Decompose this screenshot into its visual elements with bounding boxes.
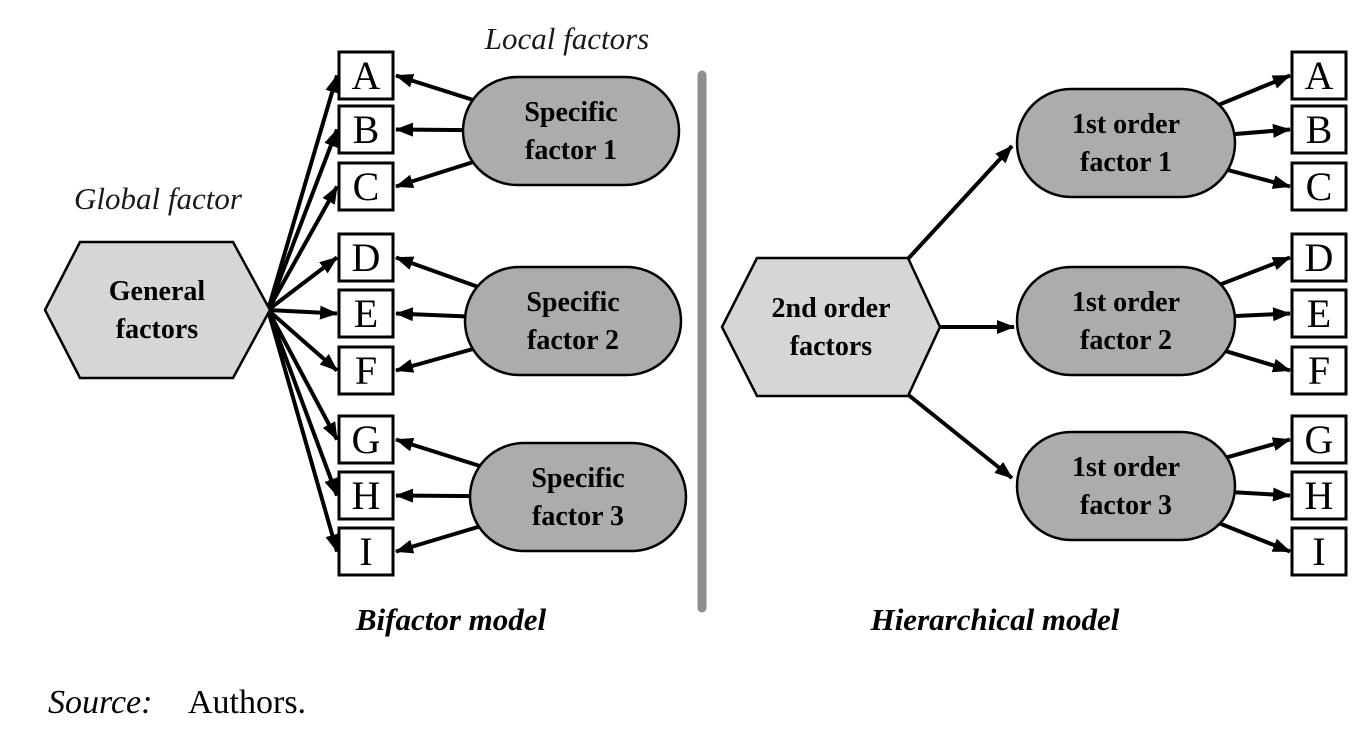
arrow-general-to-g	[266, 309, 339, 441]
second-order-label-line2: factors	[790, 331, 873, 362]
specific-factor-3-label-line2: factor 3	[532, 501, 624, 532]
indicator-box-c2	[1290, 161, 1348, 212]
indicator-box-d2	[1290, 232, 1348, 283]
arrow-general-to-f	[266, 308, 339, 373]
hierarchical-title: Hierarchical model	[870, 602, 1120, 637]
first-order-factor-2-label-line2: factor 2	[1080, 325, 1172, 356]
indicator-box-e2	[1290, 288, 1348, 339]
arrow-general-to-e	[267, 305, 338, 320]
indicator-letter-f2: F	[1308, 348, 1330, 393]
general-factors-label-line2: factors	[116, 314, 199, 345]
indicator-box-f	[337, 345, 395, 396]
arrow-general-to-h	[266, 309, 339, 497]
indicator-letter-g2: G	[1305, 417, 1334, 462]
bifactor-panel: General factors Global factor Local fact…	[43, 21, 688, 637]
indicator-letter-d2: D	[1305, 235, 1334, 280]
arrow-general-to-c	[266, 185, 339, 311]
first-order-factor-3-oval	[1015, 430, 1237, 542]
specific-factor-2-label-line2: factor 2	[527, 325, 619, 356]
second-order-factors-hexagon	[720, 256, 942, 398]
indicator-box-i2	[1290, 526, 1348, 577]
indicator-letter-a: A	[352, 53, 381, 98]
specific-factor-2-oval	[463, 265, 683, 377]
source-caption: Source: Authors.	[48, 684, 306, 721]
arrow-general-to-d	[266, 255, 339, 312]
first-order-factor-2-oval	[1015, 265, 1237, 377]
source-authors-text: Authors.	[188, 684, 306, 721]
indicator-letter-c2: C	[1306, 164, 1333, 209]
general-factors-label-line1: General	[109, 276, 206, 307]
indicator-box-a	[337, 50, 395, 101]
indicator-box-g	[337, 414, 395, 465]
arrow-2nd-to-f1	[904, 144, 1014, 263]
specific-factor-3-label-line1: Specific	[531, 463, 624, 494]
indicator-box-b	[337, 104, 395, 155]
global-factor-label: Global factor	[74, 181, 243, 216]
second-order-label-line1: 2nd order	[772, 293, 891, 324]
indicator-letter-b2: B	[1306, 107, 1333, 152]
indicator-box-a2	[1290, 50, 1348, 101]
bifactor-indicator-boxes: A B C D E F G H I	[337, 50, 395, 577]
indicator-letter-e2: E	[1307, 291, 1331, 336]
indicator-letter-b: B	[353, 107, 380, 152]
hierarchical-panel: 2nd order factors 1st order factor 1 1st…	[720, 50, 1348, 637]
indicator-letter-c: C	[353, 164, 380, 209]
indicator-box-f2	[1290, 345, 1348, 396]
local-factors-label: Local factors	[484, 21, 649, 56]
specific-factor-2-label-line1: Specific	[526, 287, 619, 318]
source-prefix-label: Source:	[48, 684, 152, 721]
specific-factor-3-oval	[468, 441, 688, 553]
indicator-box-h2	[1290, 470, 1348, 521]
indicator-letter-i2: I	[1312, 529, 1325, 574]
general-factors-hexagon	[43, 240, 272, 380]
indicator-box-c	[337, 161, 395, 212]
indicator-letter-g: G	[352, 417, 381, 462]
first-order-factor-3-label-line1: 1st order	[1072, 452, 1180, 483]
specific-factor-1-oval	[461, 75, 681, 187]
first-order-factor-1-label-line1: 1st order	[1072, 109, 1180, 140]
arrow-general-to-b	[266, 128, 339, 311]
indicator-box-i	[337, 526, 395, 577]
indicator-box-e	[337, 288, 395, 339]
hierarchical-indicator-boxes: A B C D E F G H I	[1290, 50, 1348, 577]
first-order-factor-1-label-line2: factor 1	[1080, 147, 1172, 178]
first-order-factor-2-label-line1: 1st order	[1072, 287, 1180, 318]
first-order-factor-1-oval	[1015, 87, 1237, 199]
indicator-box-d	[337, 232, 395, 283]
indicator-box-g2	[1290, 414, 1348, 465]
arrow-general-to-i	[266, 309, 340, 553]
specific-factor-1-label-line2: factor 1	[525, 135, 617, 166]
arrow-2nd-to-f3	[904, 391, 1014, 480]
general-to-indicator-arrows	[266, 74, 340, 553]
second-order-to-factor-arrows	[904, 144, 1015, 480]
indicator-box-h	[337, 470, 395, 521]
bifactor-title: Bifactor model	[355, 602, 547, 637]
arrow-general-to-a	[266, 74, 339, 311]
indicator-letter-i: I	[359, 529, 372, 574]
first-order-factor-3-label-line2: factor 3	[1080, 490, 1172, 521]
specific-factor-1-label-line1: Specific	[524, 97, 617, 128]
indicator-letter-h: H	[352, 473, 381, 518]
indicator-box-b2	[1290, 104, 1348, 155]
indicator-letter-f: F	[355, 348, 377, 393]
indicator-letter-e: E	[354, 291, 378, 336]
indicator-letter-a2: A	[1305, 53, 1334, 98]
indicator-letter-d: D	[352, 235, 381, 280]
indicator-letter-h2: H	[1305, 473, 1334, 518]
